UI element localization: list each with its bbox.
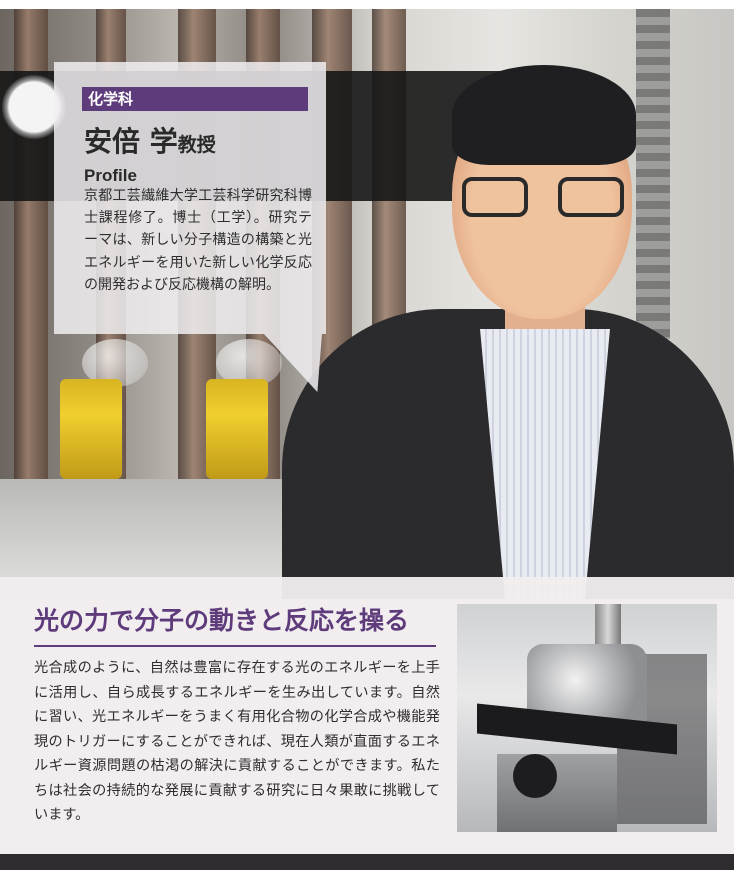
- profile-callout: 化学科 安倍 学教授 Profile 京都工芸繊維大学工芸科学研究科博士課程修了…: [54, 62, 326, 334]
- professor-name: 安倍 学: [84, 125, 178, 158]
- professor-hair: [452, 65, 636, 165]
- yellow-canister: [206, 379, 268, 479]
- professor-name-line: 安倍 学教授: [84, 125, 216, 162]
- article-body: 光合成のように、自然は豊富に存在する光のエネルギーを上手に活用し、自ら成長するエ…: [34, 660, 440, 823]
- professor-shirt: [480, 329, 610, 599]
- glasses-icon: [462, 177, 624, 223]
- department-label: 化学科: [82, 87, 308, 111]
- headline-underline: [34, 645, 436, 647]
- yellow-canister: [60, 379, 122, 479]
- professor-title: 教授: [177, 134, 216, 156]
- equipment-knob: [513, 754, 557, 798]
- profile-heading: Profile: [84, 166, 137, 185]
- profile-body: 京都工芸繊維大学工芸科学研究科博士課程修了。博士（工学）。研究テーマは、新しい分…: [84, 188, 312, 293]
- equipment-rail: [636, 9, 670, 339]
- bottom-band: [0, 854, 734, 870]
- top-rule: [0, 0, 734, 9]
- lab-equipment-photo: [457, 604, 717, 832]
- article-headline: 光の力で分子の動きと反応を操る: [34, 606, 410, 635]
